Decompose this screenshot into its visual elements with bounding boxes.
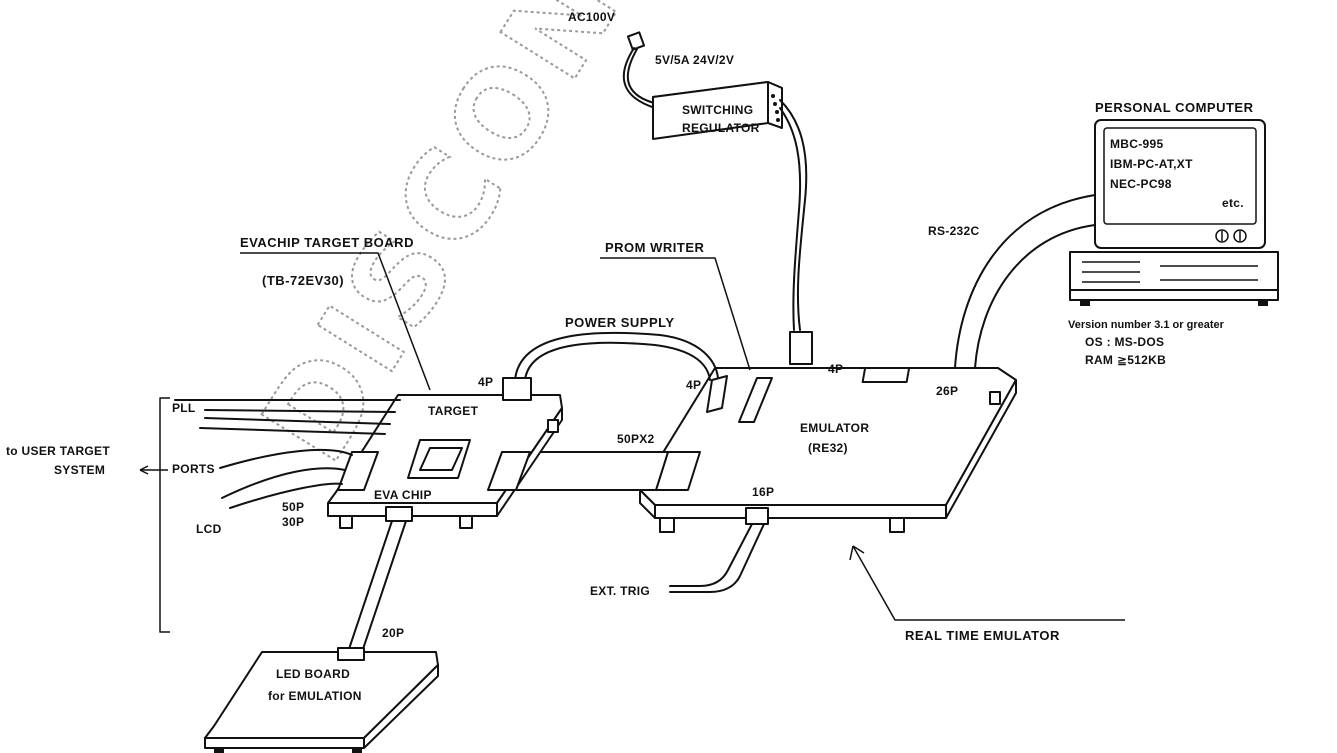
emulator-16p: 16P (752, 485, 774, 499)
regulator-output-label: 5V/5A 24V/2V (655, 53, 734, 67)
pc-model-etc: etc. (1222, 196, 1244, 210)
cable-50px2-label: 50PX2 (617, 432, 655, 446)
led-20p-label: 20P (382, 626, 404, 640)
evachip-board-title: EVACHIP TARGET BOARD (240, 235, 414, 250)
emulator-4p-left: 4P (686, 378, 701, 392)
regulator-label-line1: SWITCHING (682, 103, 753, 117)
lcd-label: LCD (196, 522, 222, 536)
led-board-line1: LED BOARD (276, 667, 350, 681)
pc-model-2: IBM-PC-AT,XT (1110, 157, 1193, 171)
ports-label: PORTS (172, 462, 215, 476)
led-board: LED BOARD for EMULATION (204, 647, 439, 753)
regulator-label-line2: REGULATOR (682, 121, 760, 135)
ext-trig-label: EXT. TRIG (590, 584, 650, 598)
target-50p-label: 50P (282, 500, 304, 514)
switching-regulator: SWITCHING REGULATOR (652, 81, 783, 140)
eva-chip-label: EVA CHIP (374, 488, 432, 502)
to-user-target-line2: SYSTEM (54, 463, 105, 477)
pc-requirement-os: OS : MS-DOS (1085, 335, 1164, 349)
rs232c-label: RS-232C (928, 224, 979, 238)
personal-computer: MBC-995 IBM-PC-AT,XT NEC-PC98 etc. (1069, 119, 1279, 306)
pc-model-3: NEC-PC98 (1110, 177, 1172, 191)
emulator-label: EMULATOR (800, 421, 869, 435)
pc-requirement-version: Version number 3.1 or greater (1068, 319, 1225, 331)
pc-requirement-ram: RAM ≧512KB (1085, 353, 1166, 367)
pc-model-1: MBC-995 (1110, 137, 1163, 151)
prom-writer-label: PROM WRITER (605, 240, 704, 255)
to-user-target-line1: to USER TARGET (6, 444, 110, 458)
power-supply-label: POWER SUPPLY (565, 315, 675, 330)
emulator-4p-top: 4P (828, 362, 843, 376)
pll-label: PLL (172, 401, 196, 415)
target-4p-label: 4P (478, 375, 493, 389)
target-label: TARGET (428, 404, 479, 418)
pc-title: PERSONAL COMPUTER (1095, 100, 1254, 115)
ac-plug (622, 31, 659, 109)
target-board: TARGET (327, 377, 563, 529)
emulator-26p: 26P (936, 384, 958, 398)
target-30p-label: 30P (282, 515, 304, 529)
emulator-board: EMULATOR (RE32) (639, 331, 1017, 533)
real-time-emulator-label: REAL TIME EMULATOR (905, 628, 1060, 643)
emulator-model: (RE32) (808, 441, 848, 455)
led-board-line2: for EMULATION (268, 689, 362, 703)
ac-voltage-label: AC100V (568, 10, 615, 24)
evachip-board-model: (TB-72EV30) (262, 273, 344, 288)
